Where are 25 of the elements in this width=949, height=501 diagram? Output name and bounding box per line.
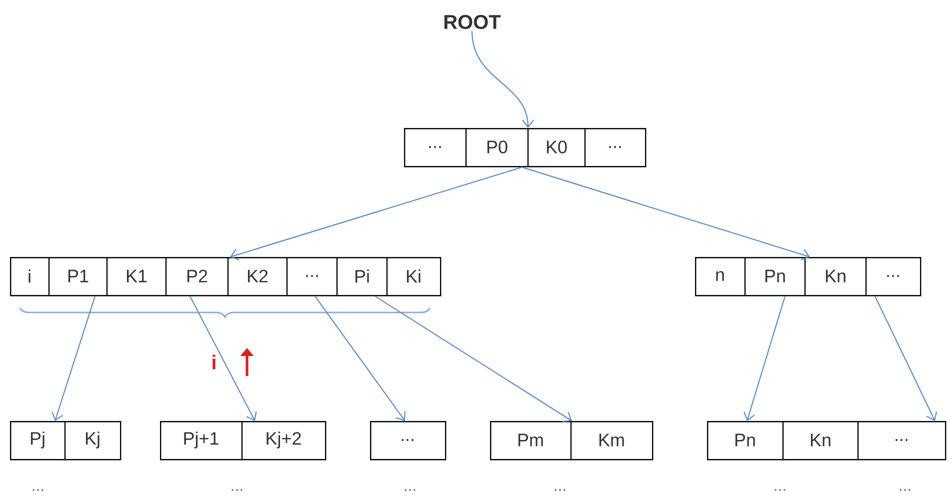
root-label: ROOT	[444, 14, 501, 30]
arrow	[522, 166, 810, 260]
arrow	[471, 31, 534, 128]
ellipsis-label: ...	[404, 489, 416, 491]
arrow	[874, 296, 938, 421]
variable-label: i	[212, 354, 216, 370]
arrow	[230, 166, 522, 260]
record-box: ...	[370, 421, 446, 460]
ellipsis-label: ...	[554, 489, 566, 491]
arrow	[744, 296, 786, 421]
record-box: Pj Kj	[10, 421, 122, 460]
record-box: Pm Km	[490, 421, 654, 460]
record-box: ... P0 K0 ...	[404, 128, 646, 168]
record-box: n Pn Kn ...	[695, 257, 922, 296]
ellipsis-label: ...	[900, 489, 910, 491]
arrow	[314, 296, 406, 421]
ellipsis-label: ...	[32, 489, 44, 491]
arrow	[374, 296, 572, 422]
arrow	[52, 296, 96, 421]
record-box: Pn Kn ...	[707, 421, 946, 460]
record-box: i P1 K1 P2 K2 ... Pi Ki	[10, 257, 442, 296]
ellipsis-label: ...	[774, 489, 786, 491]
ellipsis-label: ...	[232, 489, 242, 491]
arrow	[190, 296, 257, 421]
record-box: Pj+1 Kj+2	[160, 421, 326, 460]
